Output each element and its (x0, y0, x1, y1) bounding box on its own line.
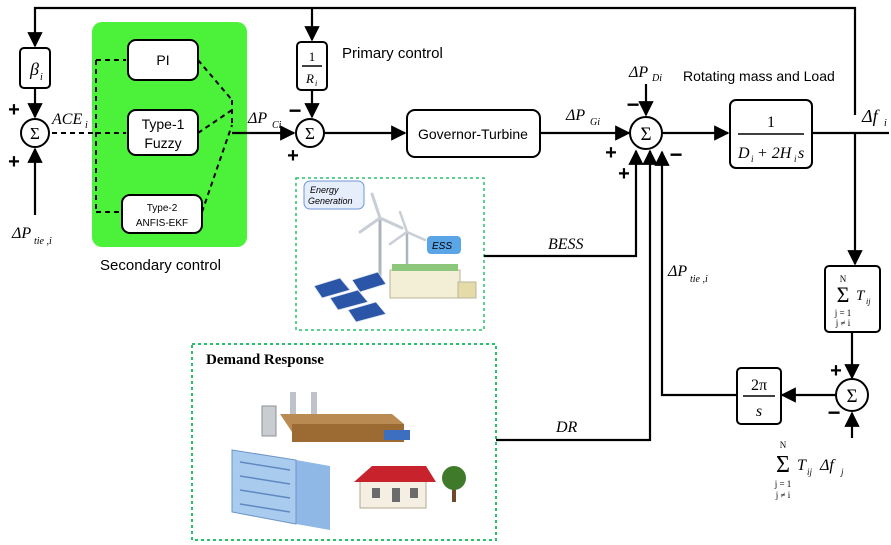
rotating-mass-label: Rotating mass and Load (683, 68, 835, 84)
demand-response-title: Demand Response (206, 352, 324, 368)
sum-tij-jni: j ≠ i (835, 318, 851, 328)
sum-junction-ace (20, 118, 50, 148)
dfi-label: Δf (861, 106, 881, 126)
bottom-j1: j = 1 (774, 479, 792, 489)
type1-label-2: Fuzzy (144, 135, 181, 151)
pi-label: PI (156, 52, 169, 68)
ace-sub: i (85, 120, 88, 131)
type2-label-2: ANFIS-EKF (136, 218, 188, 229)
tf-den-d: D (737, 145, 750, 162)
primary-minus: − (289, 98, 302, 123)
factory-icon (261, 392, 410, 442)
beta-label: β (29, 59, 39, 79)
tf-den-h-sub: i (794, 154, 797, 164)
dpgi-sub: Gi (590, 117, 600, 128)
sum-tij-j1: j = 1 (834, 308, 852, 318)
droop-den-sub: i (315, 79, 317, 88)
sum-tij-T: T (856, 288, 866, 304)
bottom-jni: j ≠ i (775, 490, 791, 500)
house-icon (354, 466, 436, 509)
bottom-df-sub: j (840, 467, 844, 477)
main-plus-2: + (618, 163, 630, 185)
tie-minus: − (828, 400, 841, 425)
solar-panel-icon (313, 271, 387, 323)
two-pi-den: s (756, 403, 762, 420)
type2-label-1: Type-2 (147, 203, 178, 214)
droop-num: 1 (309, 49, 316, 64)
governor-label: Governor-Turbine (418, 126, 528, 142)
sum-junction-ace-sigma: Σ (30, 124, 40, 143)
droop-den: R (305, 71, 314, 86)
dptie-right-sub: tie ,i (690, 274, 708, 285)
energy-generation-bubble (303, 180, 365, 210)
energy-bubble-line1: Energy (310, 185, 339, 195)
controller-input-dash (52, 59, 126, 213)
dpci-sub: Ci (272, 120, 282, 131)
sum-tij-sigma: Σ (837, 282, 850, 307)
main-plus-1: + (605, 142, 617, 164)
office-building-icon (231, 449, 330, 530)
dr-label: DR (555, 419, 578, 436)
sum-primary-sigma: Σ (305, 124, 315, 143)
dptie-right-label: ΔP (667, 263, 687, 280)
bottom-sigma: Σ (776, 452, 790, 478)
beta-sub: i (40, 72, 43, 83)
sum-main-sigma: Σ (640, 124, 651, 145)
bottom-T: T (797, 457, 807, 474)
tie-plus: + (830, 360, 842, 382)
ess-label: ESS (432, 241, 452, 252)
sum-tij-N: N (840, 274, 847, 284)
main-minus-top: − (627, 92, 640, 117)
ace-plus-bottom: + (8, 151, 20, 173)
tf-num: 1 (767, 114, 775, 131)
bottom-T-sub: ij (807, 467, 813, 477)
dptie-left-label: ΔP (11, 225, 31, 242)
main-minus-right: − (670, 142, 683, 167)
bottom-df: Δf (819, 457, 836, 474)
tree-icon (442, 466, 466, 502)
energy-bubble-line2: Generation (308, 196, 353, 206)
secondary-control-label: Secondary control (100, 257, 221, 274)
bottom-N: N (780, 440, 787, 450)
ace-plus-top: + (8, 99, 20, 121)
two-pi-num: 2π (751, 377, 767, 394)
dr-wire (496, 149, 658, 442)
tf-den-rest: + 2H (757, 145, 793, 162)
tf-den-d-sub: i (751, 154, 754, 164)
controller-output-dash (197, 59, 233, 213)
primary-control-label: Primary control (342, 45, 443, 62)
top-feedback-wire (27, 6, 857, 115)
bess-wire (484, 149, 644, 258)
sum-tie-sigma: Σ (846, 386, 857, 407)
type2-anfis-block (121, 194, 203, 234)
dfi-sub: i (884, 118, 887, 129)
dpdi-label: ΔP (628, 64, 648, 81)
bess-label: BESS (548, 236, 584, 253)
2pi-to-sum3-wire (654, 150, 737, 397)
sum-tij-block (824, 265, 881, 333)
dptie-left-sub: tie ,i (34, 236, 52, 247)
ess-bubble (427, 236, 461, 254)
primary-plus: + (287, 145, 299, 167)
dpgi-label: ΔP (565, 107, 585, 124)
dpci-label: ΔP (247, 110, 267, 127)
ess-building-icon (389, 264, 477, 299)
tf-den-s: s (798, 145, 804, 162)
sum-tij-T-sub: ij (866, 297, 871, 306)
dpdi-sub: Di (651, 73, 662, 84)
type1-label-1: Type-1 (142, 116, 185, 132)
ace-label: ACE (51, 111, 82, 128)
